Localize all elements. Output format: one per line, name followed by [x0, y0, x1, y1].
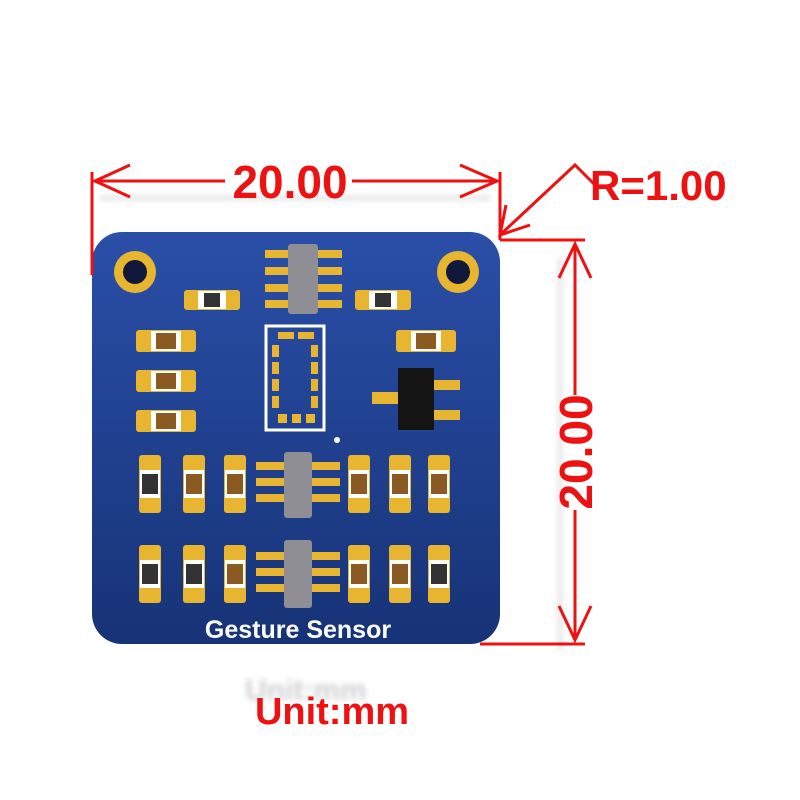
ic-middle-1: [256, 452, 340, 518]
pin1-marker: [334, 437, 340, 443]
annotation-shadow: Unit:mm: [100, 196, 562, 707]
width-dimension: 20.00: [90, 156, 502, 275]
component-row-2: [139, 545, 450, 603]
height-label: 20.00: [550, 394, 602, 509]
transistor: [372, 368, 460, 430]
radius-label: R=1.00: [590, 162, 727, 209]
svg-text:Unit:mm: Unit:mm: [245, 674, 367, 707]
board-label: Gesture Sensor: [205, 616, 391, 644]
radius-dimension: R=1.00: [498, 162, 727, 238]
capacitor-left-1: [136, 330, 196, 352]
unit-label: Unit:mm: [255, 691, 409, 733]
sensor-footprint: [264, 324, 326, 432]
resistor-top-left: [184, 290, 240, 310]
capacitor-left-3: [136, 410, 196, 432]
capacitor-right-1: [396, 330, 456, 352]
height-dimension: 20.00: [480, 238, 602, 646]
pcb-board: Gesture Sensor: [92, 232, 500, 644]
width-label: 20.00: [232, 156, 347, 208]
resistor-top-right: [355, 290, 411, 310]
ic-middle-2: [256, 540, 340, 608]
capacitor-left-2: [136, 370, 196, 392]
ic-top: [265, 244, 342, 314]
component-row-1: [139, 455, 450, 513]
